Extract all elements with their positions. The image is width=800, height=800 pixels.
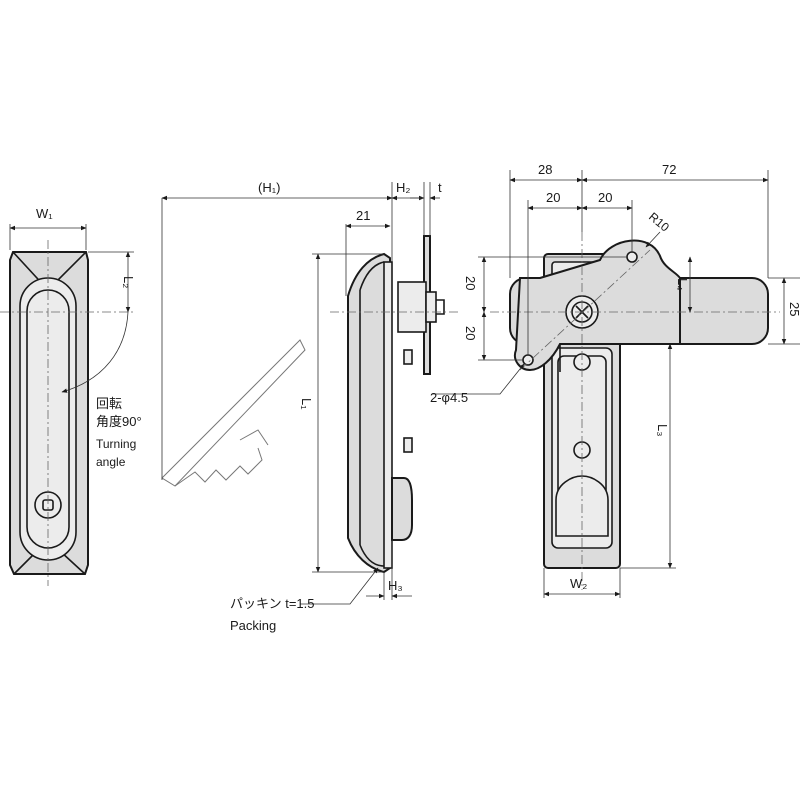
label-l3: L₃ [655,424,670,437]
label-25: 25 [787,302,800,316]
label-w1: W₁ [36,206,53,221]
label-r10: R10 [646,210,672,235]
label-w2: W₂ [570,576,587,591]
label-l1: L₁ [299,398,314,410]
label-20-v2: 20 [463,326,478,340]
back-view [432,170,800,598]
label-hole: 2-φ4.5 [430,390,468,405]
label-angle: angle [96,455,126,469]
label-l4: L₄ [675,278,690,291]
label-packing-en: Packing [230,618,276,633]
label-l2: L₂ [121,276,136,288]
label-72: 72 [662,162,676,177]
label-20-a: 20 [546,190,560,205]
label-h3: H₃ [388,578,403,593]
label-28: 28 [538,162,552,177]
front-view [0,224,134,586]
dimension-labels: W₁ L₂ 回転 角度90° Turning angle (H₁) H₂ t 2… [36,162,800,633]
label-h2: H₂ [396,180,410,195]
side-view [161,182,460,605]
label-rotation-jp-2: 角度90° [96,414,142,429]
label-t: t [438,180,442,195]
label-21: 21 [356,208,370,223]
label-rotation-jp-1: 回転 [96,396,122,411]
label-20-v1: 20 [463,276,478,290]
label-turning: Turning [96,437,136,451]
label-20-b: 20 [598,190,612,205]
label-packing-jp: パッキン t=1.5 [230,596,315,611]
label-h1: (H₁) [258,180,280,195]
